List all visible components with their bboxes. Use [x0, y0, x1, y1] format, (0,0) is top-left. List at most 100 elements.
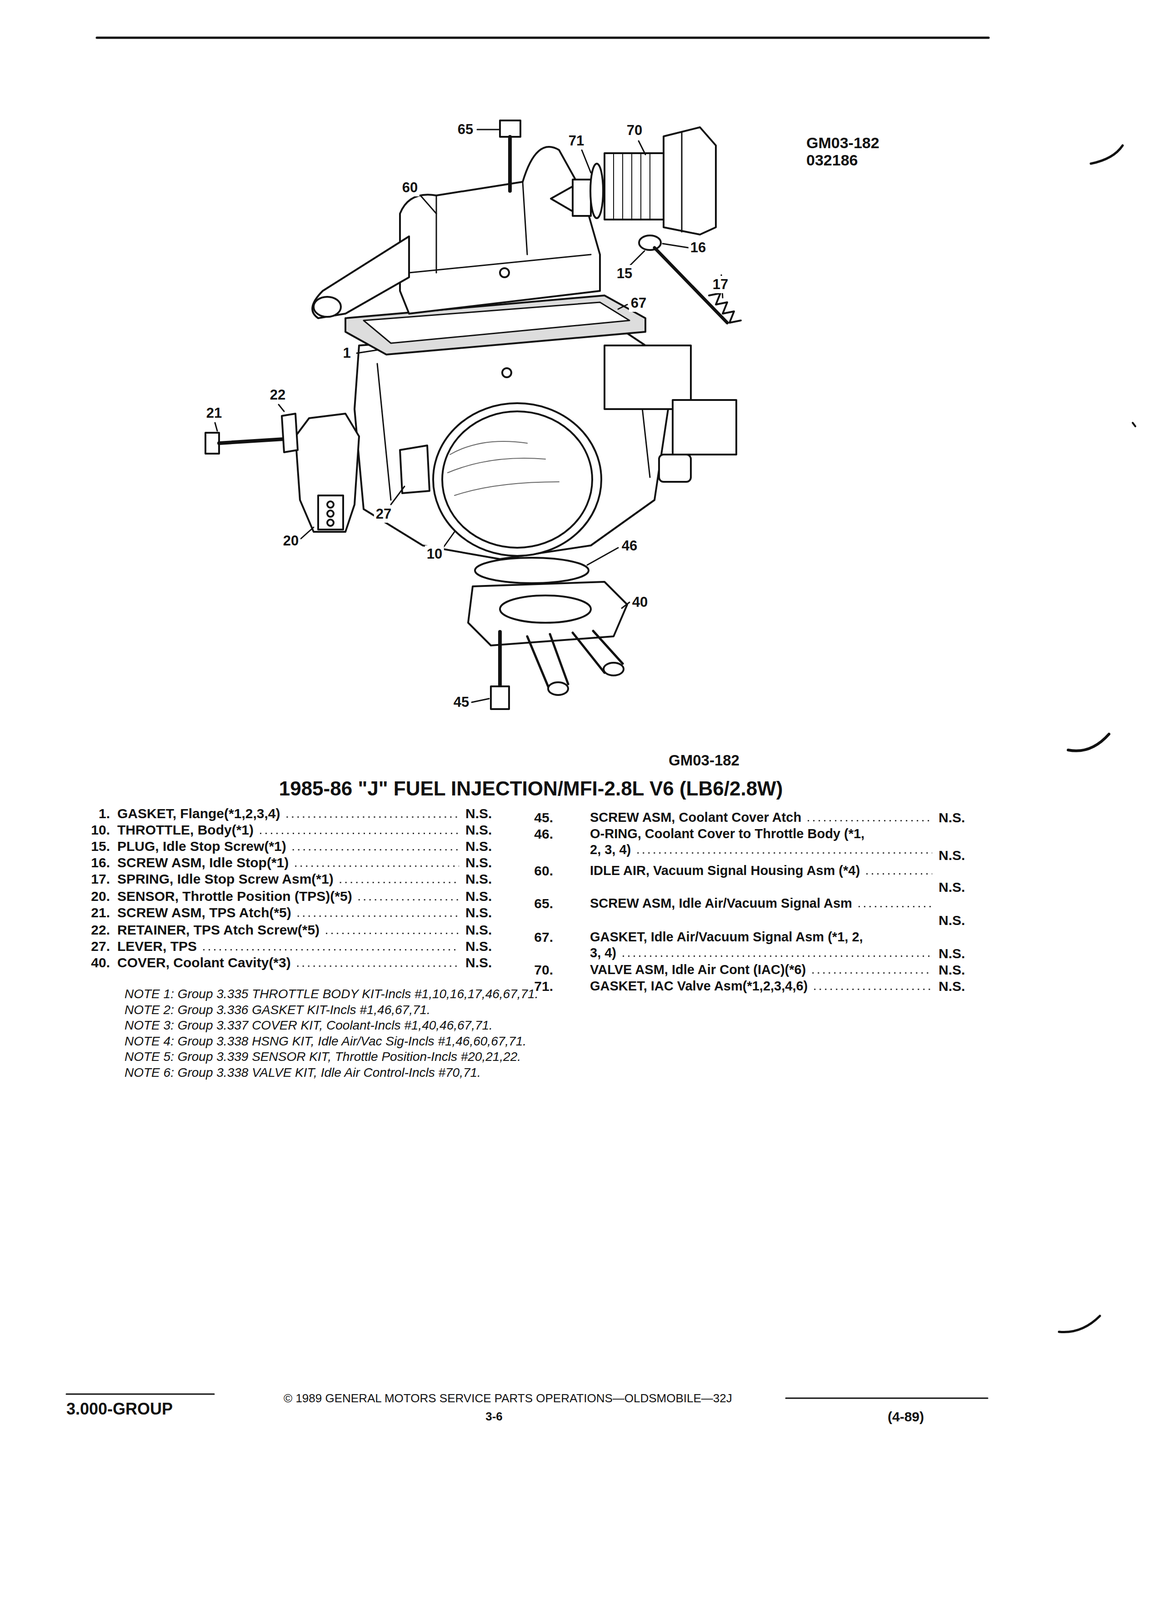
- drawing-stroke: [1132, 422, 1136, 427]
- callout-number: 16: [688, 239, 708, 257]
- drawing-stroke: [399, 146, 600, 314]
- drawing-stroke: [499, 595, 591, 623]
- drawing-stroke: [420, 195, 437, 214]
- callout-number: 60: [400, 179, 420, 197]
- drawing-stroke: [672, 399, 737, 455]
- drawing-stroke: [550, 186, 573, 212]
- availability: N.S.: [465, 870, 492, 888]
- callout-number: 20: [281, 532, 301, 550]
- drawing-stroke: [205, 432, 220, 454]
- callout-number: 1: [340, 344, 353, 362]
- drawing-stroke: [785, 1397, 988, 1399]
- drawing-stroke: [629, 250, 645, 266]
- part-name: IDLE AIR, Vacuum Signal Housing Asm (*4): [589, 862, 872, 879]
- drawing-stroke: [638, 140, 646, 155]
- callout-number: 70: [624, 121, 645, 140]
- drawing-stroke: [219, 438, 291, 444]
- drawing-stroke: [327, 510, 334, 517]
- drawing-stroke: [214, 422, 218, 431]
- drawing-stroke: [433, 403, 602, 556]
- drawing-stroke: [327, 519, 334, 526]
- drawing-stroke: [709, 293, 741, 323]
- dot-leader: [203, 949, 460, 951]
- note: NOTE 4: Group 3.338 HSNG KIT, Idle Air/V…: [124, 1033, 527, 1050]
- availability: N.S.: [938, 944, 965, 962]
- drawing-stroke: [1090, 145, 1123, 164]
- callout-number: 17: [710, 275, 730, 294]
- drawing-stroke: [581, 149, 591, 173]
- availability: N.S.: [465, 804, 492, 822]
- note: NOTE 3: Group 3.337 COVER KIT, Coolant-I…: [124, 1017, 493, 1034]
- item-number: 40.: [90, 954, 110, 971]
- drawing-stroke: [621, 602, 630, 609]
- availability: N.S.: [465, 904, 492, 921]
- availability: N.S.: [465, 821, 492, 839]
- availability: N.S.: [938, 961, 965, 979]
- dot-leader: [858, 905, 933, 908]
- drawing-stroke: [548, 682, 569, 695]
- drawing-stroke: [618, 304, 628, 310]
- drawing-stroke: [295, 413, 360, 532]
- dot-leader: [297, 965, 460, 967]
- callout-number: 71: [566, 132, 586, 150]
- item-number: 17.: [90, 870, 110, 888]
- drawing-stroke: [442, 411, 593, 548]
- item-number: 70.: [534, 961, 554, 979]
- illustration: [66, 37, 1136, 1399]
- part-name: LEVER, TPS: [117, 937, 197, 955]
- availability: N.S.: [938, 977, 965, 995]
- title: 1985-86 "J" FUEL INJECTION/MFI-2.8L V6 (…: [279, 776, 784, 801]
- drawing-stroke: [318, 495, 344, 530]
- drawing-stroke: [474, 557, 589, 584]
- drawing-stroke: [572, 179, 591, 216]
- dot-leader: [637, 852, 933, 854]
- dot-leader: [866, 873, 933, 875]
- drawing-stroke: [590, 163, 604, 219]
- callout-number: 40: [630, 593, 650, 611]
- availability: N.S.: [465, 921, 492, 939]
- dot-leader: [286, 816, 460, 818]
- drawing-stroke: [603, 662, 624, 676]
- part-name: SCREW ASM, Idle Air/Vacuum Signal Asm: [589, 895, 872, 912]
- drawing-stroke: [1068, 734, 1110, 751]
- revision-date: (4-89): [887, 1408, 925, 1425]
- note: NOTE 5: Group 3.339 SENSOR KIT, Throttle…: [124, 1049, 521, 1065]
- callout-number: 65: [455, 120, 475, 139]
- callout-number: 10: [424, 545, 445, 563]
- dot-leader: [297, 915, 460, 917]
- part-name: SPRING, Idle Stop Screw Asm(*1): [117, 870, 334, 888]
- item-number: 46.: [534, 825, 554, 843]
- dot-leader: [358, 899, 460, 901]
- callout-number: 27: [374, 505, 394, 523]
- dot-leader: [339, 881, 460, 884]
- item-number: 45.: [534, 809, 554, 826]
- item-number: 22.: [90, 921, 110, 939]
- drawing-stroke: [662, 243, 689, 248]
- drawing-stroke: [502, 368, 512, 378]
- drawing-stroke: [499, 120, 521, 137]
- drawing-stroke: [96, 36, 989, 40]
- drawing-stroke: [508, 136, 512, 191]
- callout-number: 21: [204, 404, 224, 422]
- dot-leader: [622, 955, 933, 957]
- drawing-stroke: [527, 630, 623, 691]
- part-name: GASKET, Idle Air/Vacuum Signal Asm (*1, …: [589, 929, 872, 961]
- availability: N.S.: [938, 846, 965, 864]
- availability: N.S.: [465, 854, 492, 871]
- part-name: PLUG, Idle Stop Screw(*1): [117, 837, 287, 855]
- availability: N.S.: [465, 887, 492, 905]
- drawing-stroke: [214, 129, 723, 703]
- availability: N.S.: [938, 911, 965, 929]
- availability: N.S.: [465, 937, 492, 955]
- drawing-stroke: [327, 501, 334, 508]
- availability: N.S.: [465, 837, 492, 855]
- item-number: 27.: [90, 937, 110, 955]
- drawing-stroke: [300, 527, 314, 539]
- dot-leader: [812, 972, 933, 974]
- item-number: 60.: [534, 862, 554, 880]
- copyright: © 1989 GENERAL MOTORS SERVICE PARTS OPER…: [283, 1390, 733, 1406]
- drawing-stroke: [639, 235, 661, 250]
- item-number: 10.: [90, 821, 110, 839]
- dot-leader: [292, 849, 460, 851]
- part-name: O-RING, Coolant Cover to Throttle Body (…: [589, 825, 872, 858]
